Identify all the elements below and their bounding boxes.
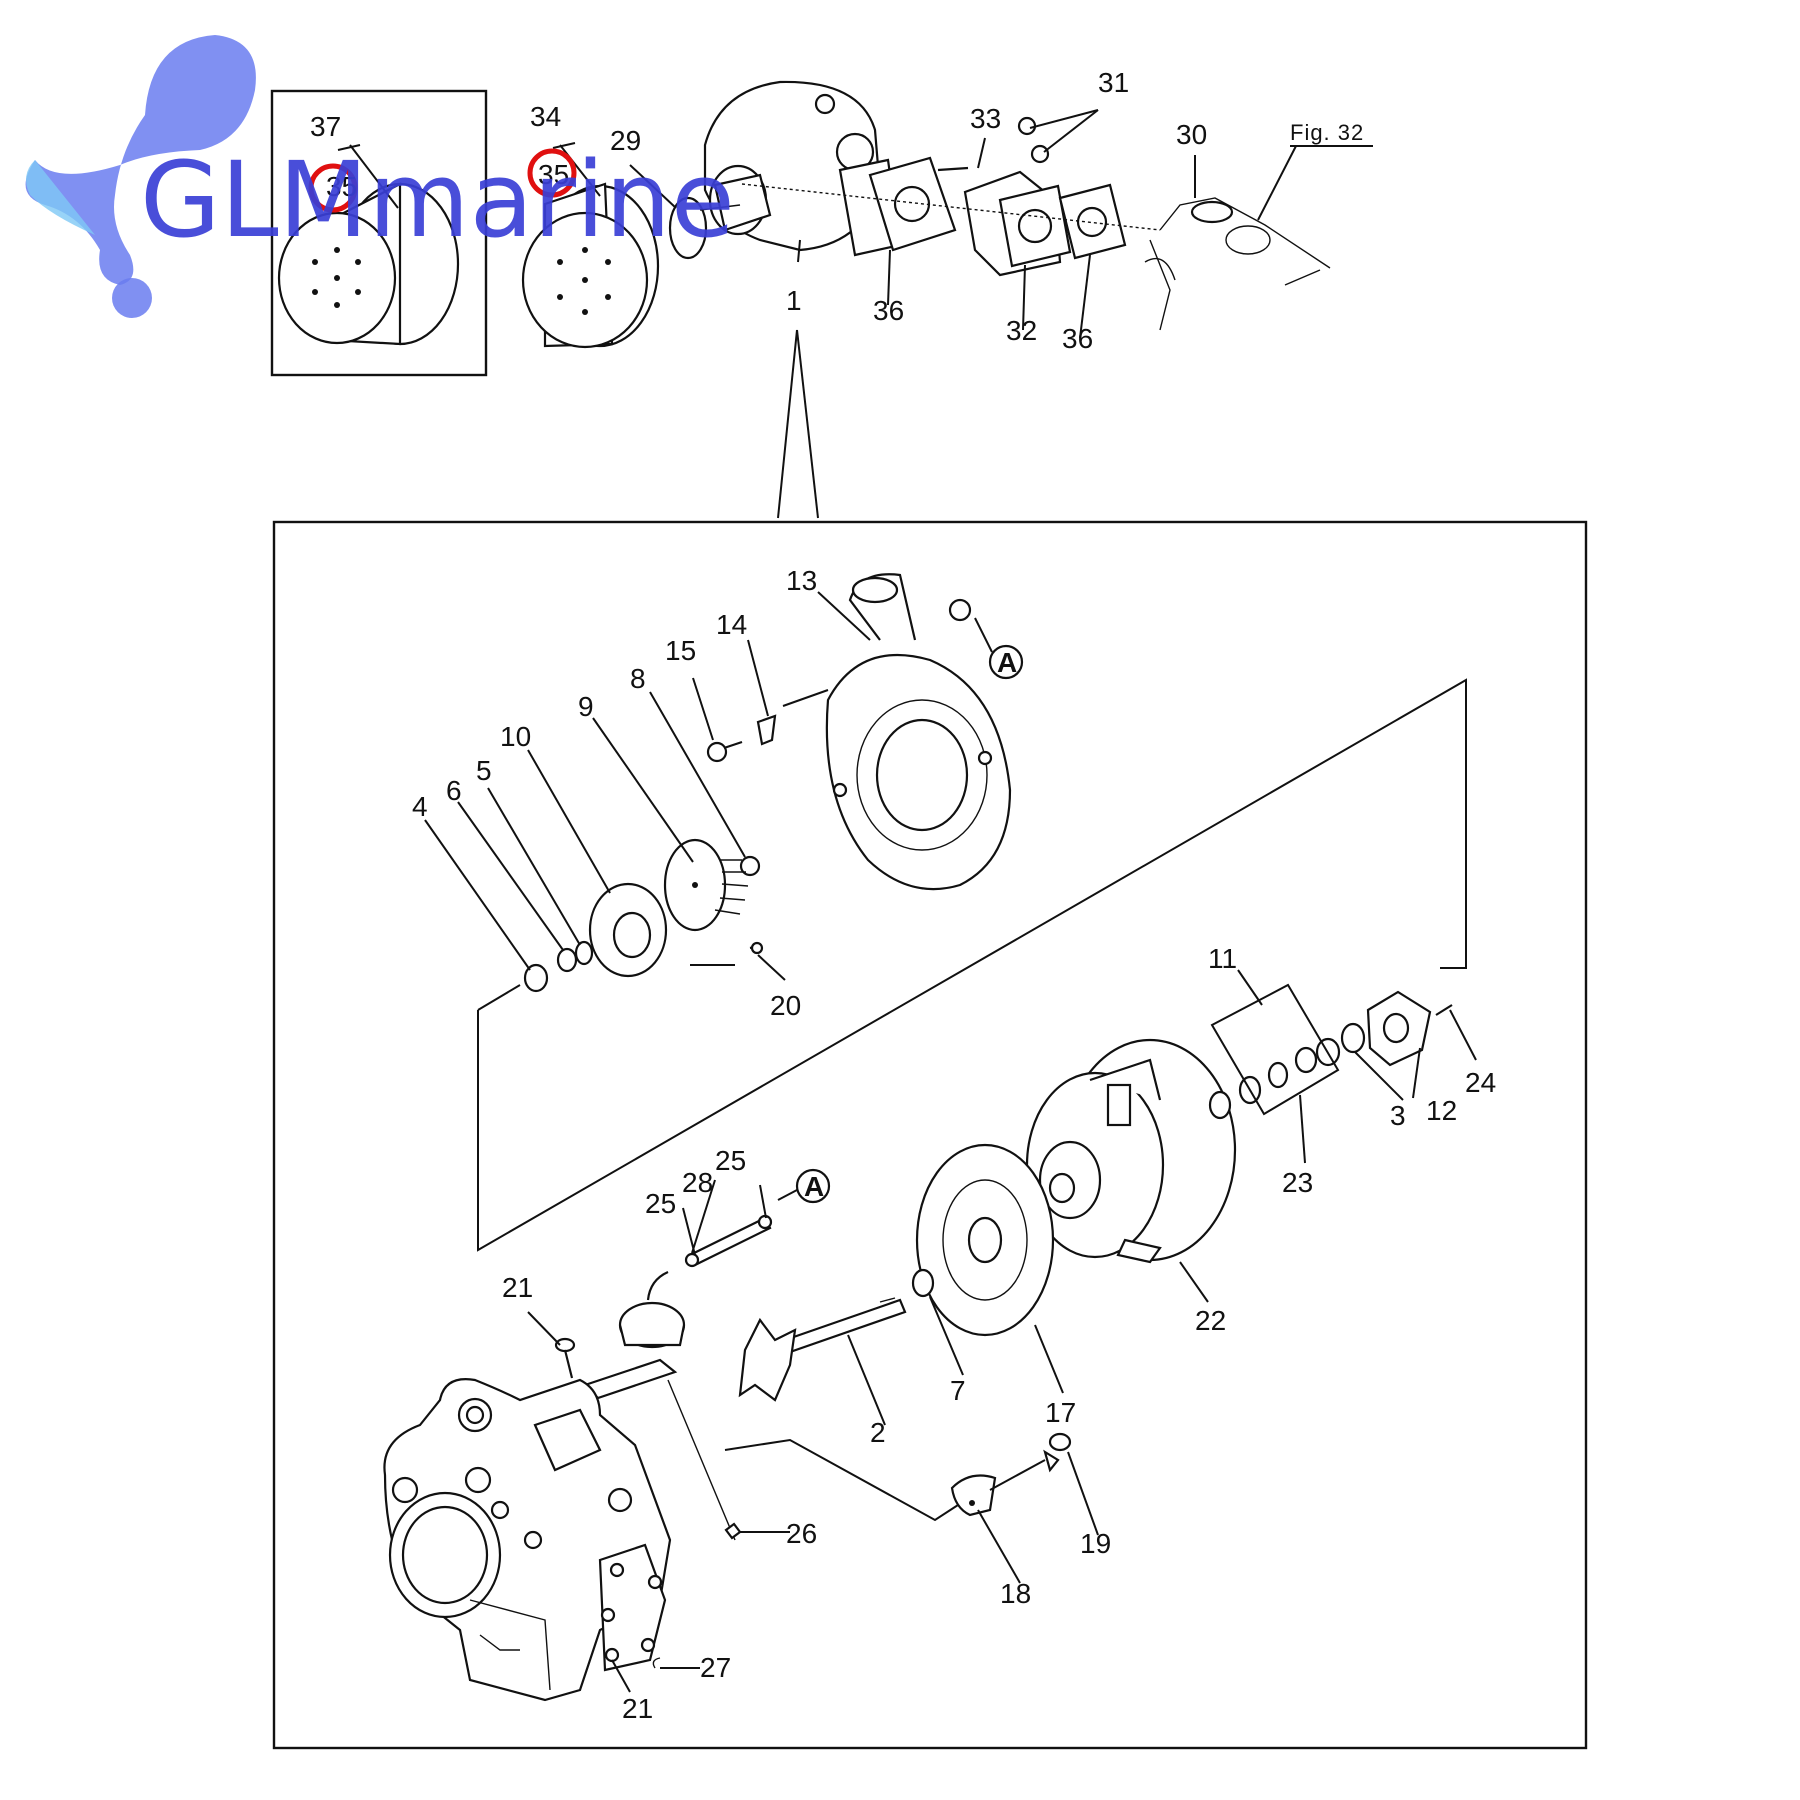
watermark-text: GLMmarine <box>140 139 735 261</box>
compressor-cover-13 <box>825 573 1012 891</box>
label-3: 3 <box>1390 1100 1406 1131</box>
hose-clamp-29 <box>668 196 708 260</box>
label-31: 31 <box>1098 67 1129 98</box>
callout-a-bottom-letter: A <box>804 1171 824 1202</box>
label-24: 24 <box>1465 1067 1496 1098</box>
label-5: 5 <box>476 755 492 786</box>
figure-reference: Fig. 32 <box>1290 120 1364 145</box>
turbine-shaft-2 <box>738 1297 907 1402</box>
highlight-circle-35 <box>527 148 577 198</box>
nut-31b <box>1030 144 1050 164</box>
wastegate-actuator <box>582 1270 736 1541</box>
stud-33 <box>937 166 969 172</box>
bracket-14 <box>756 714 777 746</box>
heat-shield-17 <box>915 1143 1055 1337</box>
label-21a: 21 <box>502 1272 533 1303</box>
ring-23b <box>1267 1061 1289 1089</box>
manifold-30 <box>1144 197 1331 331</box>
callout-a-top-letter: A <box>997 647 1017 678</box>
watermark-logo: GLMmarine <box>25 35 735 318</box>
label-37: 37 <box>310 111 341 142</box>
label-26: 26 <box>786 1518 817 1549</box>
label-17: 17 <box>1045 1397 1076 1428</box>
turbine-housing <box>383 1378 672 1702</box>
air-filter-37 <box>277 182 460 346</box>
bearing-housing-22 <box>1025 1038 1237 1264</box>
callout-a-bottom <box>795 1168 831 1204</box>
label-23: 23 <box>1282 1167 1313 1198</box>
ring-23a <box>1208 1090 1232 1120</box>
part-labels: 37 35 34 35 29 1 36 33 31 30 32 36 Fig. … <box>310 67 1496 1724</box>
ring-11b <box>1294 1046 1318 1074</box>
label-9: 9 <box>578 691 594 722</box>
bolt-21a <box>554 1337 576 1379</box>
label-2: 2 <box>870 1417 886 1448</box>
detail-assembly <box>383 573 1467 1702</box>
label-21b: 21 <box>622 1693 653 1724</box>
thrust-collar-3 <box>1340 1022 1366 1054</box>
top-leaders <box>337 109 1373 519</box>
nut-31a <box>1017 116 1037 136</box>
hose-28 <box>684 1214 773 1268</box>
label-25a: 25 <box>715 1145 746 1176</box>
highlight-circle-37 <box>308 163 358 213</box>
label-12: 12 <box>1426 1095 1457 1126</box>
label-29: 29 <box>610 125 641 156</box>
ring-6 <box>556 947 578 973</box>
label-35-inset: 35 <box>326 171 357 202</box>
label-22: 22 <box>1195 1305 1226 1336</box>
label-8: 8 <box>630 663 646 694</box>
label-27: 27 <box>700 1652 731 1683</box>
label-18: 18 <box>1000 1578 1031 1609</box>
label-36b: 36 <box>1062 323 1093 354</box>
bolt-15 <box>706 740 743 763</box>
nut-8 <box>739 855 761 877</box>
seal-plate-10 <box>588 882 668 978</box>
label-6: 6 <box>446 775 462 806</box>
ring-5 <box>574 940 594 966</box>
thrust-bearing-12 <box>1366 990 1432 1067</box>
gasket-36b <box>1058 183 1127 260</box>
label-14: 14 <box>716 609 747 640</box>
inset-box-37 <box>270 89 488 377</box>
label-25b: 25 <box>645 1188 676 1219</box>
label-11: 11 <box>1208 943 1237 974</box>
label-13: 13 <box>786 565 817 596</box>
label-10: 10 <box>500 721 531 752</box>
label-33: 33 <box>970 103 1001 134</box>
callout-a-top <box>988 644 1024 680</box>
label-32: 32 <box>1006 315 1037 346</box>
label-7: 7 <box>950 1375 966 1406</box>
bolt-19 <box>1043 1432 1072 1473</box>
compressor-wheel-9 <box>663 838 749 932</box>
watermark-drop-dot <box>112 278 152 318</box>
air-filter-34 <box>521 182 660 349</box>
elbow-32 <box>963 170 1072 277</box>
label-35: 35 <box>538 159 569 190</box>
top-assembly <box>270 80 1331 377</box>
label-28: 28 <box>682 1167 713 1198</box>
sleeve-4 <box>523 963 549 993</box>
label-30: 30 <box>1176 119 1207 150</box>
clip-27 <box>652 1657 661 1669</box>
label-34: 34 <box>530 101 561 132</box>
clip-26 <box>724 1522 742 1540</box>
label-15: 15 <box>665 635 696 666</box>
label-19: 19 <box>1080 1528 1111 1559</box>
gasket-36a <box>868 156 957 252</box>
label-20: 20 <box>770 990 801 1021</box>
detail-leaders <box>424 591 1477 1693</box>
lever-18 <box>950 1474 997 1517</box>
label-36a: 36 <box>873 295 904 326</box>
screw-24 <box>1435 1004 1453 1016</box>
label-4: 4 <box>412 791 428 822</box>
piston-ring-7 <box>911 1268 935 1298</box>
detail-box <box>272 520 1588 1750</box>
label-1: 1 <box>786 285 802 316</box>
